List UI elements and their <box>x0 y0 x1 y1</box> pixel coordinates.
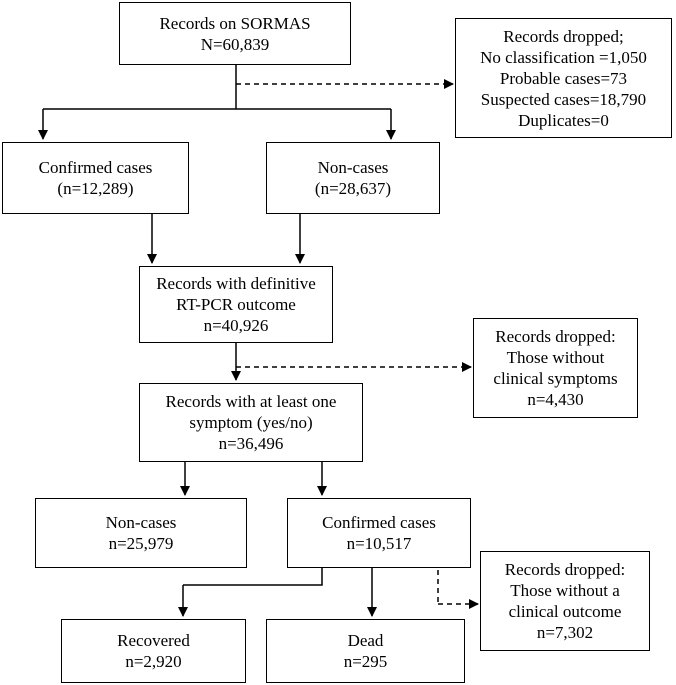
box-text-line: clinical outcome <box>508 602 622 621</box>
box-confirmed-cases-1: Confirmed cases (n=12,289) <box>2 142 189 214</box>
box-rt-pcr-outcome: Records with definitive RT-PCR outcome n… <box>139 266 333 343</box>
box-records-on-sormas: Records on SORMAS N=60,839 <box>119 2 351 65</box>
box-text-line: n=7,302 <box>536 623 594 642</box>
box-dead: Dead n=295 <box>266 619 465 683</box>
box-text-line: Confirmed cases <box>322 513 436 532</box>
box-text-line: n=295 <box>343 652 388 671</box>
box-text-line: Suspected cases=18,790 <box>480 89 647 109</box>
connector-confirmed-split <box>183 568 323 586</box>
box-text-line: Records on SORMAS <box>159 13 311 33</box>
box-text-line: n=4,430 <box>527 390 584 409</box>
box-text-line: n=10,517 <box>346 534 412 553</box>
box-records-dropped-3: Records dropped: Those without a clinica… <box>480 551 650 651</box>
box-text-line: symptom (yes/no) <box>189 413 313 432</box>
box-confirmed-cases-2: Confirmed cases n=10,517 <box>287 498 471 568</box>
box-text-line: RT-PCR outcome <box>176 295 296 314</box>
box-recovered: Recovered n=2,920 <box>61 619 246 683</box>
box-text-line: Non-cases <box>317 158 389 177</box>
box-text-line: Records dropped: <box>504 560 626 579</box>
box-text-line: Dead <box>347 631 384 650</box>
box-text-line: (n=12,289) <box>57 179 134 198</box>
box-text-line: n=40,926 <box>203 316 269 335</box>
box-text-line: Probable cases=73 <box>499 68 628 88</box>
box-text-line: (n=28,637) <box>314 179 392 198</box>
box-text-line: clinical symptoms <box>493 369 618 388</box>
box-non-cases-1: Non-cases (n=28,637) <box>266 142 440 214</box>
box-text-line: n=25,979 <box>108 534 174 553</box>
box-text-line: Confirmed cases <box>38 158 153 177</box>
box-text-line: Records with definitive <box>156 274 316 293</box>
box-text-line: Records with at least one <box>165 392 337 411</box>
box-text-line: Non-cases <box>105 513 177 532</box>
box-records-dropped-2: Records dropped: Those without clinical … <box>473 318 638 418</box>
connector-sormas-split <box>43 65 391 110</box>
box-text-line: n=36,496 <box>218 434 284 453</box>
box-text-line: Records dropped; <box>503 26 624 46</box>
box-non-cases-2: Non-cases n=25,979 <box>35 498 247 568</box>
box-text-line: No classification =1,050 <box>480 47 647 67</box>
box-text-line: Those without a <box>510 581 620 600</box>
box-text-line: Duplicates=0 <box>518 110 609 130</box>
box-text-line: Those without <box>506 348 605 367</box>
box-at-least-one-symptom: Records with at least one symptom (yes/n… <box>139 383 363 462</box>
box-text-line: N=60,839 <box>200 34 270 54</box>
box-text-line: Records dropped: <box>495 327 616 346</box>
box-text-line: Recovered <box>117 631 190 650</box>
box-records-dropped-1: Records dropped; No classification =1,05… <box>455 18 672 138</box>
box-text-line: n=2,920 <box>125 652 182 671</box>
